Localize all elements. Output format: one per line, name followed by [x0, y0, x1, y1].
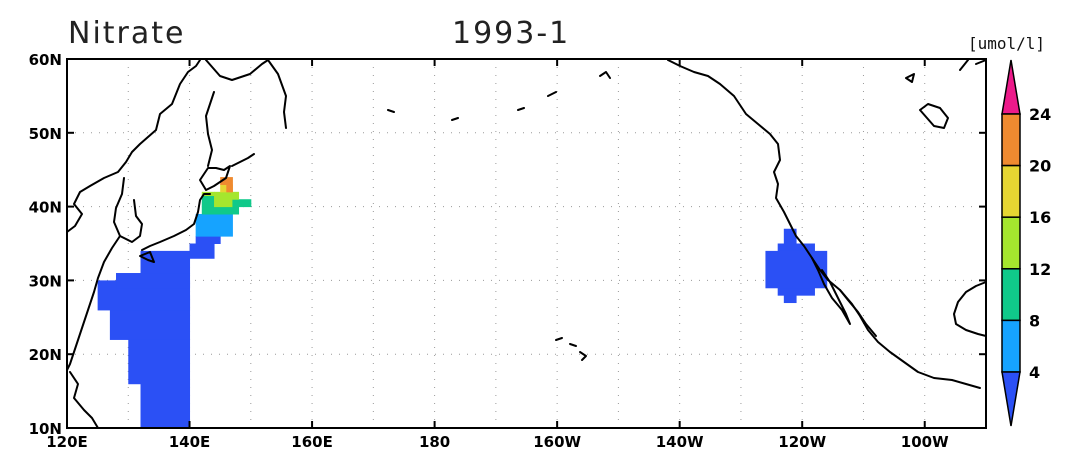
- coast-kamchatka: [267, 59, 287, 129]
- colorbar-tick-label: 20: [1029, 157, 1051, 176]
- nitrate-cell: [226, 177, 233, 193]
- coastlines: [66, 59, 987, 429]
- plot-frame: [66, 58, 987, 429]
- nitrate-cell: [783, 295, 797, 304]
- nitrate-cell: [220, 177, 227, 185]
- coast-korea: [113, 177, 143, 243]
- nitrate-cell: [201, 206, 240, 215]
- x-tick-label: 140W: [656, 433, 704, 451]
- gridlines: [67, 59, 986, 428]
- colorbar-tick-label: 24: [1029, 105, 1051, 124]
- variable-title: Nitrate: [68, 16, 185, 51]
- coast-kyushu: [139, 251, 155, 263]
- y-tick-label: 20N: [29, 346, 62, 364]
- colorbar-segment: [1001, 268, 1021, 322]
- y-tick-label: 60N: [29, 51, 62, 69]
- x-tick-label: 120W: [778, 433, 826, 451]
- nitrate-cell: [232, 199, 252, 208]
- colorbar-tick-label: 8: [1029, 311, 1040, 330]
- colorbar-units: [umol/l]: [968, 34, 1045, 53]
- x-tick-label: 120E: [46, 433, 88, 451]
- x-tick-label: 160W: [533, 433, 581, 451]
- x-tick-label: 160E: [291, 433, 333, 451]
- nitrate-cell: [201, 195, 215, 208]
- coast-canada-islands: [905, 59, 987, 129]
- coast-kurils: [231, 153, 255, 167]
- colorbar-segment-bottom: [1001, 371, 1021, 427]
- y-tick-label: 40N: [29, 199, 62, 217]
- colorbar: 4 8 12 16 20 24: [1001, 59, 1051, 427]
- coast-vietnam: [69, 371, 99, 429]
- nitrate-cell: [116, 273, 191, 289]
- nitrate-cell: [195, 236, 221, 244]
- coast-okhotsk: [205, 59, 269, 81]
- nitrate-cells: [97, 177, 828, 429]
- nitrate-cell: [140, 383, 191, 429]
- nitrate-cell: [214, 199, 233, 208]
- coast-mexico-east: [953, 281, 987, 337]
- coast-aleutians: [387, 71, 611, 121]
- nitrate-cell: [783, 228, 797, 244]
- x-tick-label: 140E: [169, 433, 211, 451]
- y-tick-label: 10N: [29, 420, 62, 438]
- colorbar-segment: [1001, 319, 1021, 373]
- nitrate-cell: [128, 339, 191, 385]
- coast-gulf-california: [839, 289, 877, 337]
- colorbar-segment: [1001, 216, 1021, 270]
- coast-hawaii: [555, 337, 587, 361]
- date-title: 1993-1: [452, 16, 570, 51]
- colorbar-segment: [1001, 164, 1021, 218]
- nitrate-cell: [214, 191, 240, 200]
- coast-baja: [811, 257, 851, 325]
- coast-honshu: [141, 193, 211, 251]
- y-tick-label: 50N: [29, 125, 62, 143]
- x-tick-label: 100W: [901, 433, 949, 451]
- colorbar-tick-label: 12: [1029, 260, 1051, 279]
- y-tick-label: 30N: [29, 272, 62, 290]
- coast-sakhalin: [205, 91, 215, 167]
- colorbar-segment-top: [1001, 59, 1021, 115]
- map-plot-area: 120E 140E 160E 180 160W 140W 120W 100W 10N 20N 30N…: [29, 51, 987, 451]
- coast-alaska: [667, 59, 981, 389]
- x-tick-label: 180: [419, 433, 450, 451]
- nitrate-cell: [189, 243, 215, 259]
- axis-ticks: 120E 140E 160E 180 160W 140W 120W 100W 10N 20N 30N…: [29, 51, 986, 451]
- colorbar-tick-label: 16: [1029, 208, 1051, 227]
- nitrate-cell: [195, 213, 233, 237]
- coast-asia: [66, 59, 201, 233]
- coast-hokkaido: [199, 165, 231, 191]
- colorbar-tick-label: 4: [1029, 363, 1040, 382]
- nitrate-cell: [140, 250, 191, 274]
- colorbar-segment: [1001, 113, 1021, 167]
